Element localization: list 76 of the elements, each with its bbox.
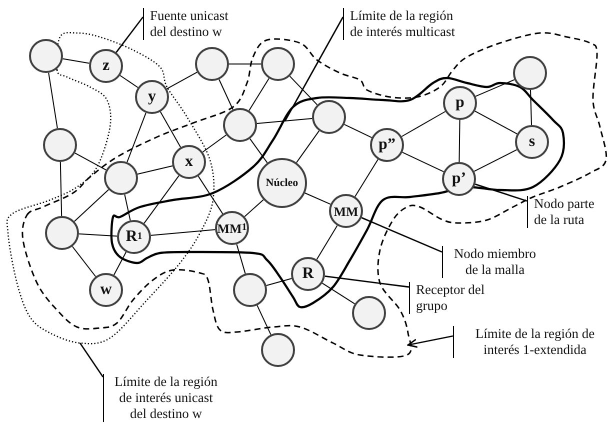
link-line (256, 118, 313, 124)
link-line (72, 246, 96, 277)
network-node (104, 161, 138, 195)
callout-label: Fuente unicast del destino w (143, 8, 245, 40)
link-line (304, 192, 331, 205)
link-line (236, 244, 246, 274)
link-line (475, 79, 515, 97)
link-line (322, 282, 356, 304)
link-line (266, 278, 292, 286)
callout-label: Límite de la región de interés unicast del destino w (103, 374, 222, 422)
network-node (312, 100, 346, 134)
callout-label: Nodo miembro de la malla (442, 246, 541, 278)
link-line (458, 120, 460, 162)
callout-label: Límite de la región de interés 1-extendida (453, 326, 609, 358)
link-line (60, 162, 62, 216)
network-node: x (172, 145, 206, 179)
network-node: y (135, 80, 169, 114)
leader-line (284, 16, 344, 122)
link-line (126, 112, 146, 163)
network-node (223, 108, 257, 142)
link-line (256, 304, 272, 336)
network-node (233, 273, 267, 307)
link-line (74, 189, 110, 222)
link-line (137, 165, 173, 175)
link-line (166, 72, 198, 90)
network-node (513, 56, 547, 90)
network-node: w (89, 273, 123, 307)
network-node (261, 47, 295, 81)
callout-label: Límite de la región de interés multicast (343, 8, 468, 40)
network-node (29, 39, 63, 73)
link-line (113, 252, 127, 276)
link-line (401, 111, 446, 137)
network-node: R (291, 257, 325, 291)
link-line (62, 58, 90, 64)
network-node: p” (370, 128, 404, 162)
network-node (195, 47, 229, 81)
network-node (261, 333, 295, 367)
leader-line (79, 342, 104, 378)
link-line (530, 90, 532, 126)
leader-line (361, 217, 442, 253)
leader-line (407, 335, 454, 348)
link-line (120, 75, 138, 88)
link-line (74, 152, 106, 170)
link-line (474, 110, 518, 134)
link-line (316, 225, 338, 260)
link-line (160, 111, 182, 148)
link-line (474, 149, 518, 172)
link-line (250, 138, 268, 164)
link-line (48, 72, 58, 129)
network-node: p (443, 86, 477, 120)
link-line (248, 78, 270, 112)
link-line (202, 134, 227, 152)
link-line (289, 76, 318, 106)
link-line (198, 176, 224, 214)
network-node: Núcleo (257, 158, 307, 208)
callout-label: Nodo parte de la ruta (527, 196, 602, 228)
link-line (344, 124, 372, 138)
leader-line (116, 16, 144, 53)
link-line (402, 152, 444, 172)
network-node (45, 216, 79, 250)
network-node: p’ (442, 162, 476, 196)
link-line (296, 130, 320, 164)
link-line (78, 233, 118, 237)
link-line (244, 199, 264, 218)
network-node (43, 128, 77, 162)
callout-label: Receptor del grupo (409, 282, 486, 314)
network-node: s (515, 125, 549, 159)
link-line (354, 158, 378, 198)
leader-line (324, 276, 410, 288)
network-node (352, 296, 386, 330)
link-line (218, 79, 234, 110)
link-line (124, 194, 131, 221)
link-line (144, 175, 180, 224)
network-node: MM (329, 194, 363, 228)
link-line (150, 229, 216, 236)
network-node: z (89, 49, 123, 83)
